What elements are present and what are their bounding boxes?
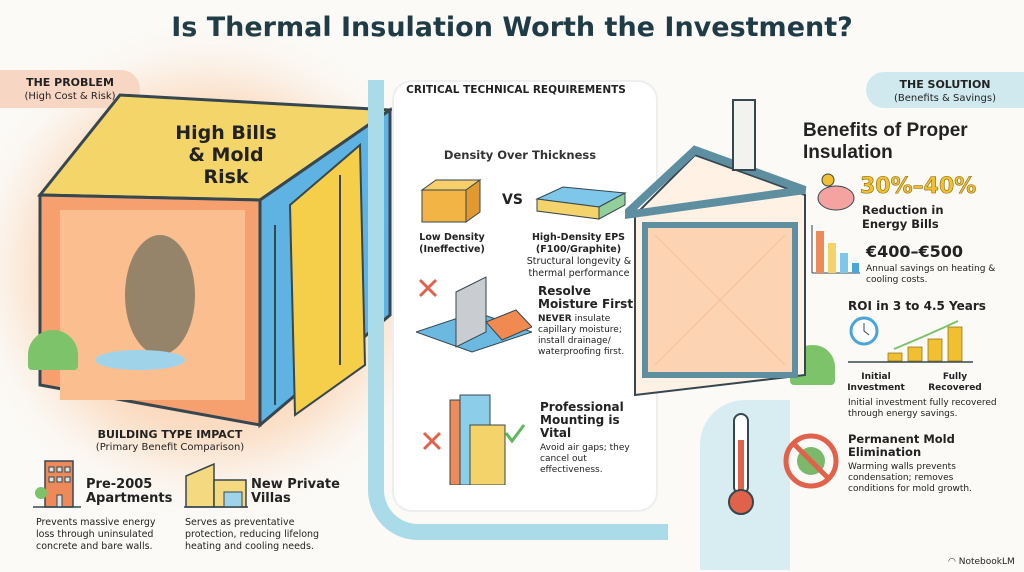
apartments-desc: Prevents massive energy loss through uni…	[36, 517, 156, 552]
thermometer-icon	[728, 413, 754, 515]
problem-heading: THE PROBLEM	[26, 76, 114, 89]
mounting-title: Professional Mounting is Vital	[540, 400, 624, 440]
savings-bar-chart-icon	[811, 225, 860, 274]
solution-sub: (Benefits & Savings)	[894, 93, 996, 104]
moisture-desc: NEVER insulate capillary moisture; insta…	[538, 314, 638, 358]
high-density-eps-icon	[535, 186, 627, 220]
solution-heading: THE SOLUTION	[899, 78, 991, 91]
solution-badge: THE SOLUTION (Benefits & Savings)	[866, 72, 1024, 108]
low-density-block-icon	[420, 179, 482, 223]
requirements-heading: CRITICAL TECHNICAL REQUIREMENTS	[406, 84, 626, 96]
reduction-label: Reduction in Energy Bills	[862, 203, 944, 231]
vs-label: VS	[502, 192, 523, 208]
mold-title: Permanent Mold Elimination	[848, 432, 955, 459]
moisture-title: Resolve Moisture First	[538, 284, 634, 311]
problem-sub: (High Cost & Risk)	[24, 91, 116, 102]
mounting-desc: Avoid air gaps; they cancel out effectiv…	[540, 443, 630, 475]
brand-logo-icon: ◠	[948, 557, 959, 567]
building-impact-sub: (Primary Benefit Comparison)	[95, 442, 245, 453]
insulated-house-illustration	[625, 99, 807, 397]
no-mold-icon	[783, 433, 839, 489]
villas-title: New Private Villas	[251, 477, 340, 506]
notebooklm-brand: ◠ NotebookLM	[948, 557, 1015, 567]
moisture-wall-illustration	[416, 276, 532, 353]
apartments-title: Pre-2005 Apartments	[86, 477, 173, 506]
roi-coins-chart	[848, 316, 973, 363]
savings-label: Annual savings on heating & cooling cost…	[866, 264, 996, 285]
problem-callout: High Bills & Mold Risk	[175, 122, 277, 188]
high-density-label: High-Density EPS (F100/Graphite)	[531, 232, 626, 255]
pipe-flow	[368, 80, 668, 540]
savings-value: €400–€500	[866, 242, 964, 261]
moisture-desc-text: insulate capillary moisture; install dra…	[538, 314, 625, 357]
building-impact-heading: BUILDING TYPE IMPACT	[97, 428, 243, 441]
roi-end-label: Fully Recovered	[928, 372, 982, 393]
mold-desc: Warming walls prevents condensation; rem…	[848, 462, 972, 494]
roi-title: ROI in 3 to 4.5 Years	[848, 299, 986, 313]
villa-icon	[184, 462, 248, 508]
piggy-bank-icon	[817, 173, 855, 211]
page-title: Is Thermal Insulation Worth the Investme…	[171, 12, 853, 43]
moisture-never: NEVER	[538, 314, 572, 324]
density-title: Density Over Thickness	[443, 148, 597, 162]
cold-wall-cube-illustration	[36, 93, 395, 429]
apartment-building-icon	[33, 460, 81, 508]
benefits-title: Benefits of Proper Insulation	[803, 120, 968, 163]
brand-label: NotebookLM	[958, 557, 1015, 567]
bush-icon	[28, 330, 78, 370]
low-density-label: Low Density (Ineffective)	[419, 232, 485, 255]
high-density-desc: Structural longevity & thermal performan…	[526, 256, 632, 279]
mounting-illustration	[422, 394, 526, 485]
requirements-panel	[394, 82, 656, 510]
reduction-value: 30%–40%	[860, 174, 977, 200]
roi-desc: Initial investment fully recovered throu…	[848, 398, 997, 419]
roi-start-label: Initial Investment	[847, 372, 905, 393]
villas-desc: Serves as preventative protection, reduc…	[185, 517, 320, 552]
